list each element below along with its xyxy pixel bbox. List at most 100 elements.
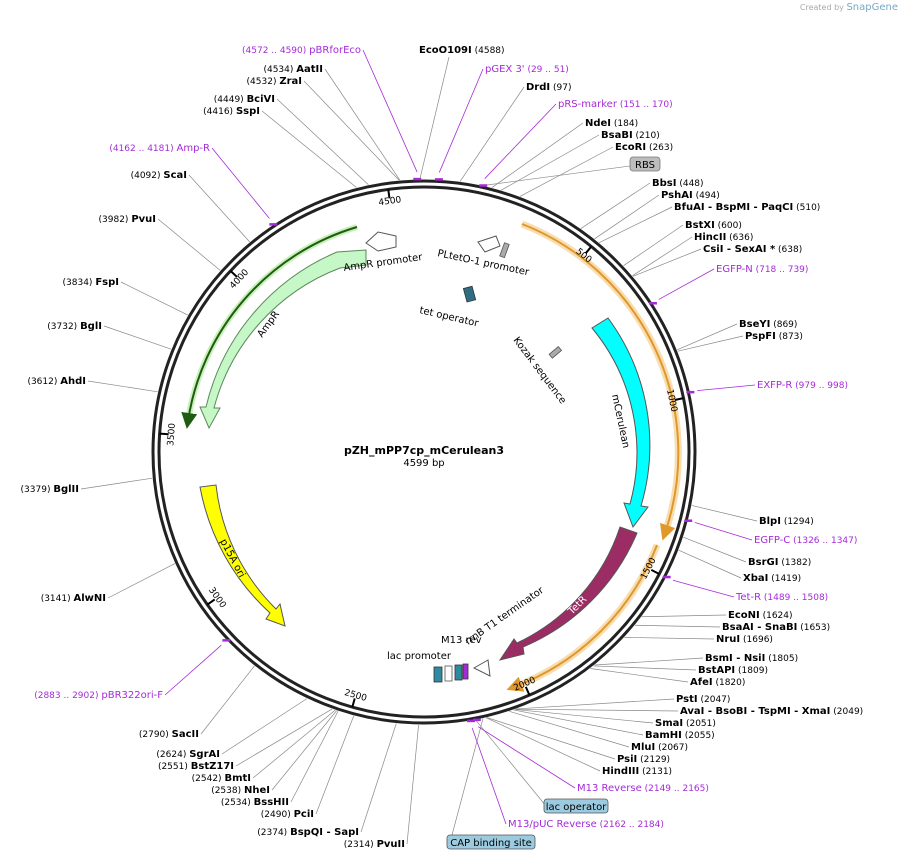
lac-operator-box-label: lac operator xyxy=(546,802,607,813)
primer-name: M13 Reverse xyxy=(577,783,642,794)
enzyme-label: (3379) BglII xyxy=(21,484,79,495)
enzyme-position: (2055) xyxy=(685,731,715,741)
enzyme-position: (3379) xyxy=(21,485,51,495)
primer-name: pBR322ori-F xyxy=(101,690,163,701)
enzyme-callout-line xyxy=(509,711,630,748)
enzyme-name: BspQI xyxy=(290,827,323,838)
tet-operator-label: tet operator xyxy=(418,305,480,329)
tetr-arrow xyxy=(498,526,638,661)
plasmid-length: 4599 bp xyxy=(403,458,444,469)
enzyme-name: AatII xyxy=(296,64,323,75)
primer-callout-line xyxy=(484,103,557,179)
enzyme-callout-line xyxy=(678,549,742,579)
enzyme-label: (2790) SacII xyxy=(139,729,199,740)
enzyme-position: (1696) xyxy=(743,635,773,645)
rbs-box-label: RBS xyxy=(635,160,655,171)
enzyme-callout-line xyxy=(419,56,450,180)
primer-range: (1326 .. 1347) xyxy=(793,536,857,546)
mcerulean-label: mCerulean xyxy=(609,393,631,449)
orange-arc-upper-core xyxy=(521,223,680,541)
enzyme-position: (873) xyxy=(779,332,803,342)
enzyme-position: (4534) xyxy=(263,65,293,75)
enzyme-position: (2131) xyxy=(642,767,672,777)
enzyme-name: AfeI xyxy=(690,677,713,688)
enzyme-label: (3612) AhdI xyxy=(27,376,86,387)
primer-name: EGFP-N xyxy=(716,264,753,275)
enzyme-callout-line xyxy=(624,636,715,640)
enzyme-callout-line xyxy=(593,665,697,671)
enzyme-callout-line xyxy=(315,715,355,815)
enzyme-label: DrdI (97) xyxy=(526,82,571,93)
enzyme-isoschizomers: - SexAI * xyxy=(723,244,775,255)
enzyme-name: BfuAI xyxy=(674,202,705,213)
p15a-arrow xyxy=(199,484,286,627)
enzyme-callout-line xyxy=(157,218,221,271)
primer-label: (4162 .. 4181) Amp-R xyxy=(109,143,210,154)
brand-credit: Created by SnapGene xyxy=(800,2,898,13)
enzyme-label: NruI (1696) xyxy=(716,634,773,645)
enzyme-position: (2047) xyxy=(700,695,730,705)
enzyme-callout-line xyxy=(632,248,702,277)
enzyme-label: EcoO109I (4588) xyxy=(419,45,505,56)
enzyme-name: SacII xyxy=(172,729,199,740)
enzyme-position: (1624) xyxy=(763,611,793,621)
enzyme-label: (3982) PvuI xyxy=(99,214,157,225)
enzyme-name: AlwNI xyxy=(74,593,107,604)
enzyme-callout-line xyxy=(590,668,689,683)
enzyme-position: (869) xyxy=(773,320,797,330)
primer-range: (29 .. 51) xyxy=(527,65,568,75)
enzyme-callout-line xyxy=(580,182,651,229)
lac-operator-marker xyxy=(454,664,463,681)
enzyme-isoschizomers: - BsoBI - TspMI - XmaI xyxy=(704,706,830,717)
enzyme-position: (2551) xyxy=(158,762,188,772)
tick-mark xyxy=(524,686,531,696)
enzyme-position: (1382) xyxy=(781,558,811,568)
enzyme-callout-line xyxy=(360,723,397,833)
enzyme-label: (3834) FspI xyxy=(63,277,119,288)
rbs-marker xyxy=(499,242,510,259)
enzyme-position: (2049) xyxy=(833,707,863,717)
enzyme-callout-line xyxy=(459,86,525,182)
primer-range: (718 .. 739) xyxy=(756,265,809,275)
enzyme-name: PvuII xyxy=(377,839,405,850)
enzyme-position: (3612) xyxy=(27,377,57,387)
enzyme-position: (4588) xyxy=(475,46,505,56)
enzyme-position: (97) xyxy=(553,83,571,93)
enzyme-callout-line xyxy=(103,325,172,350)
enzyme-name: BsaAI xyxy=(722,622,754,633)
enzyme-name: PciI xyxy=(294,809,314,820)
enzyme-label: (3732) BglI xyxy=(47,321,102,332)
enzyme-callout-line xyxy=(486,717,601,772)
box-callout-line xyxy=(451,718,484,836)
enzyme-callout-line xyxy=(87,380,158,393)
tick-mark xyxy=(674,397,684,401)
enzyme-callout-line xyxy=(261,110,357,188)
enzyme-label: BfuAI - BspMI - PaqCI (510) xyxy=(674,202,820,213)
primer-range: (2162 .. 2184) xyxy=(600,820,664,830)
enzyme-position: (510) xyxy=(796,203,820,213)
enzyme-callout-line xyxy=(683,536,747,563)
primer-range: (2883 .. 2902) xyxy=(34,691,98,701)
primer-name: EGFP-C xyxy=(754,535,790,546)
enzyme-callout-line xyxy=(271,710,337,791)
enzyme-name: EcoRI xyxy=(615,142,646,153)
enzyme-labels: EcoO109I (4588)DrdI (97)NdeI (184)BsaBI … xyxy=(21,45,864,850)
backbone-inner xyxy=(157,185,691,719)
enzyme-callout-line xyxy=(252,709,336,779)
enzyme-label: (2542) BmtI xyxy=(192,773,251,784)
enzyme-name: BstAPI xyxy=(698,665,735,676)
enzyme-callout-line xyxy=(406,724,419,845)
enzyme-callout-line xyxy=(599,206,673,243)
enzyme-label: BlpI (1294) xyxy=(759,516,814,527)
enzyme-label: AfeI (1820) xyxy=(690,677,745,688)
primer-label: M13 Reverse (2149 .. 2165) xyxy=(577,783,709,794)
primer-callout-line xyxy=(658,268,715,300)
enzyme-callout-line xyxy=(486,717,616,760)
primer-label: EXFP-R (979 .. 998) xyxy=(757,380,848,391)
enzyme-label: PsiI (2129) xyxy=(617,754,670,765)
tick-mark xyxy=(584,245,593,255)
enzyme-position: (1294) xyxy=(784,517,814,527)
cap-site-box-label: CAP binding site xyxy=(450,838,532,849)
enzyme-label: HindIII (2131) xyxy=(602,766,672,777)
